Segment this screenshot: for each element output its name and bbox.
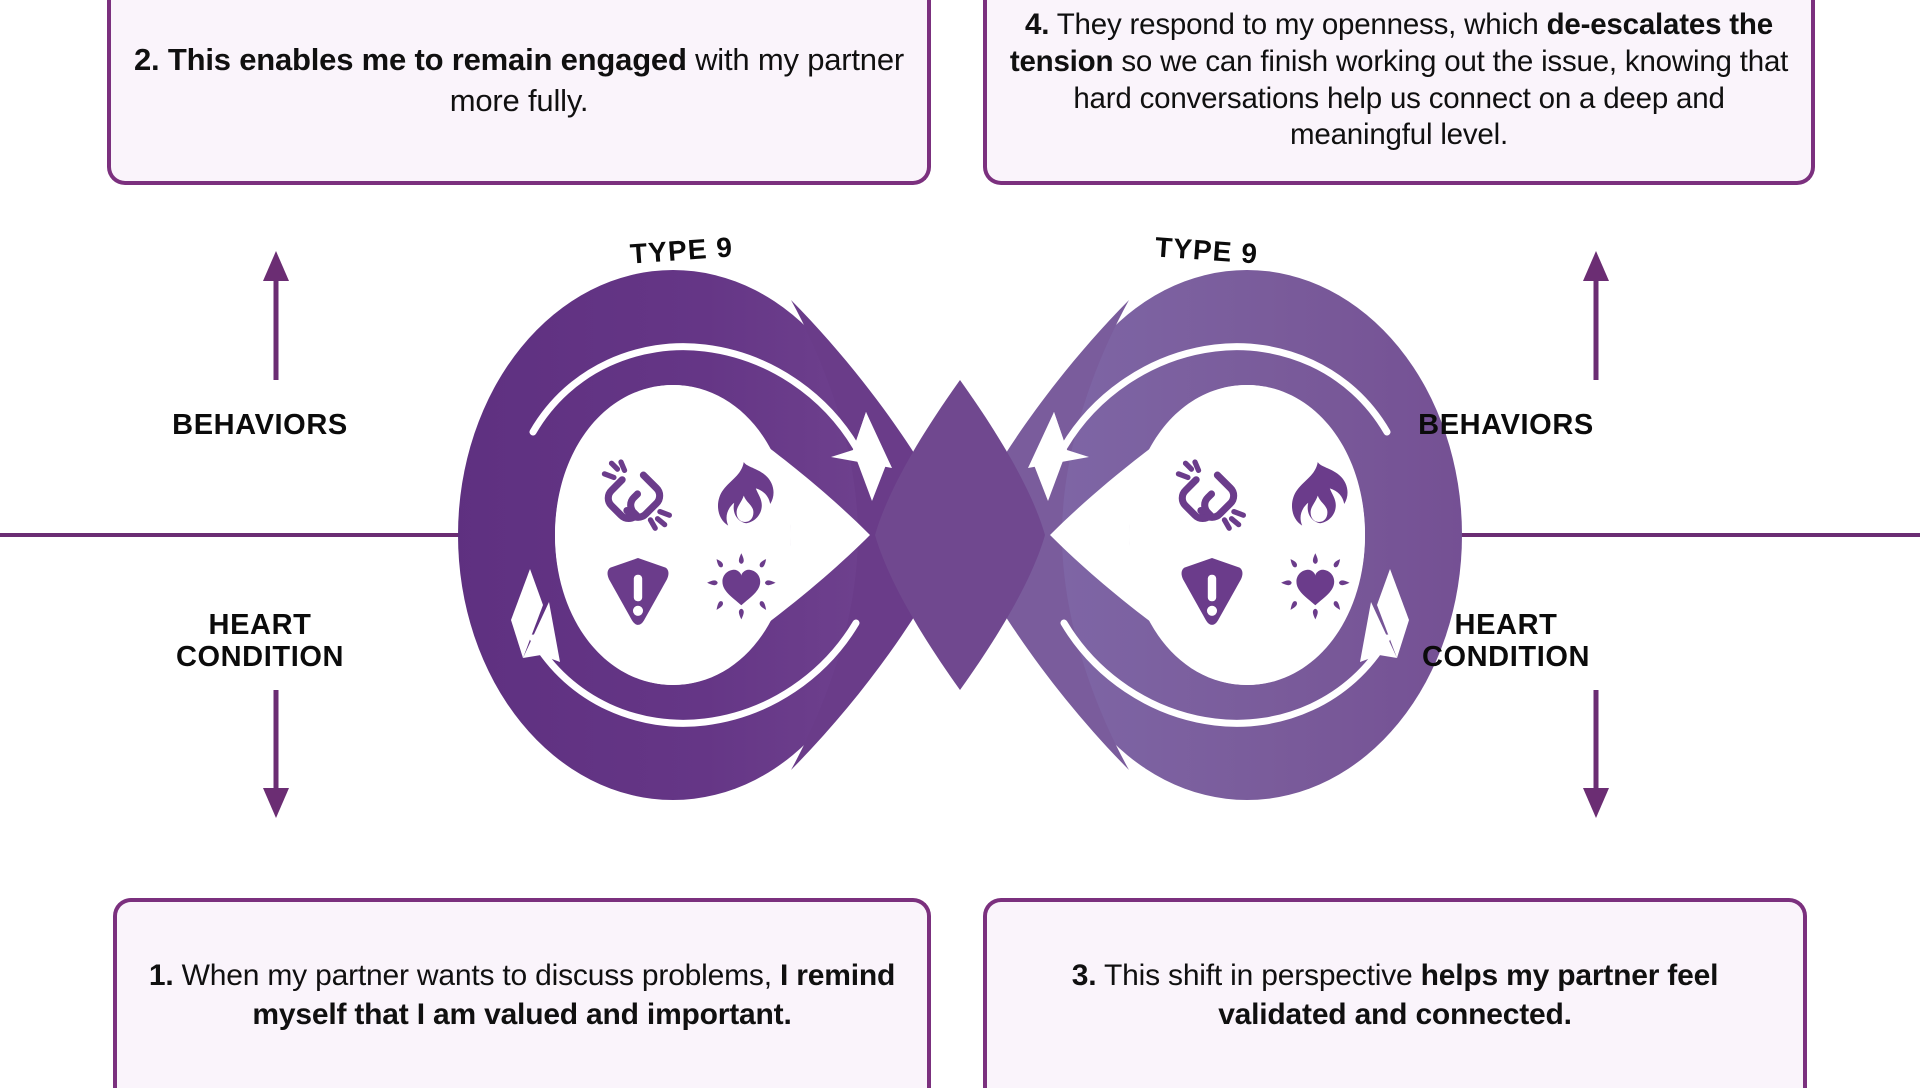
callout-4-number: 4. (1025, 8, 1050, 42)
callout-2-bold: This enables me to remain engaged (167, 42, 687, 78)
callout-3-bold: helps my partner feel validated and conn… (1218, 959, 1719, 1031)
callout-box-4-text: 4. They respond to my openness, which de… (1009, 7, 1789, 153)
label-behaviors-right: BEHAVIORS (1418, 409, 1594, 441)
callout-3-number: 3. (1071, 959, 1097, 992)
label-heart-condition-right: HEART CONDITION (1421, 609, 1591, 674)
label-heart-condition-left: HEART CONDITION (175, 609, 345, 674)
warning-triangle-icon (1181, 558, 1243, 625)
right-loop-inner-hole (1050, 385, 1365, 685)
callout-4-part1: They respond to my openness, which (1049, 8, 1547, 42)
radiating-heart-icon (707, 553, 776, 620)
flame-icon (1291, 462, 1348, 526)
right-top-arrowhead-2 (1034, 412, 1067, 501)
right-top-arrowhead (1028, 412, 1089, 468)
callout-box-2: 2. This enables me to remain engaged wit… (107, 0, 931, 185)
right-loop (1000, 250, 1480, 820)
left-loop-top-arrow (529, 343, 860, 451)
left-icon-cluster (601, 459, 776, 625)
callout-box-1: 1. When my partner wants to discuss prob… (113, 898, 931, 1088)
callout-2-number: 2. (133, 42, 160, 78)
right-heart-arrow-down (1583, 690, 1609, 818)
left-bottom-arrowhead-2 (511, 569, 543, 658)
callout-box-3-text: 3. This shift in perspective helps my pa… (1009, 956, 1781, 1034)
warning-triangle-icon (607, 558, 669, 625)
callout-box-4: 4. They respond to my openness, which de… (983, 0, 1815, 185)
left-loop-inner-hole (555, 385, 870, 685)
callout-1-bold: I remind myself that I am valued and imp… (252, 959, 896, 1031)
broken-link-icon (601, 459, 673, 531)
callout-4-part2: so we can finish working out the issue, … (1073, 44, 1789, 152)
callout-box-2-text: 2. This enables me to remain engaged wit… (133, 40, 905, 121)
right-loop-bottom-arrow (1060, 619, 1391, 727)
right-behaviors-arrow-up (1583, 251, 1609, 380)
flame-icon (717, 462, 774, 526)
type-label-left: TYPE 9 (629, 231, 735, 270)
callout-2-rest: with my partner more fully. (449, 42, 905, 118)
radiating-heart-icon (1281, 553, 1350, 620)
left-heart-arrow-down (263, 690, 289, 818)
left-top-arrowhead-2 (853, 412, 886, 501)
left-loop (440, 250, 920, 820)
callout-box-1-text: 1. When my partner wants to discuss prob… (139, 956, 905, 1034)
left-behaviors-arrow-up (263, 251, 289, 380)
callout-4-bold: de-escalates the tension (1009, 8, 1773, 78)
callout-box-3: 3. This shift in perspective helps my pa… (983, 898, 1807, 1088)
left-bottom-arrowhead (523, 602, 560, 662)
left-loop-bottom-arrow (529, 619, 860, 727)
type-label-right: TYPE 9 (1154, 231, 1260, 270)
right-icon-cluster (1175, 459, 1350, 625)
label-behaviors-left: BEHAVIORS (172, 409, 348, 441)
loop-crossing (791, 300, 1129, 770)
callout-1-part1: When my partner wants to discuss problem… (173, 959, 780, 992)
broken-link-icon (1175, 459, 1247, 531)
right-loop-top-arrow (1060, 343, 1391, 451)
left-top-arrowhead (831, 412, 892, 468)
callout-3-part1: This shift in perspective (1096, 959, 1421, 992)
callout-1-number: 1. (148, 959, 174, 992)
